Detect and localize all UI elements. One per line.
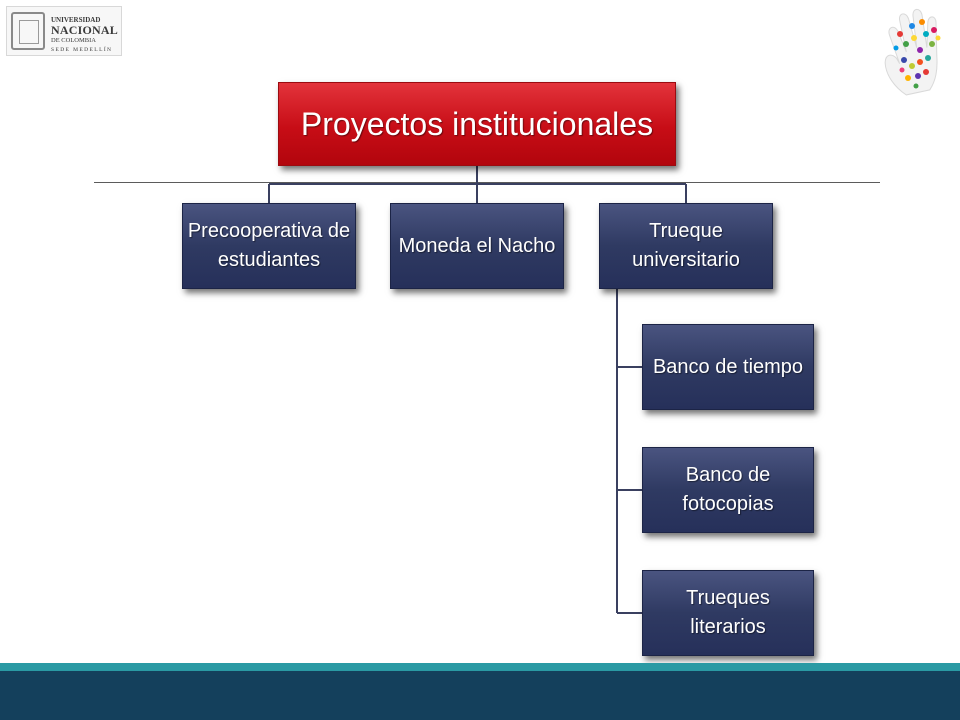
node-precooperativa: Precooperativa de estudiantes	[182, 203, 356, 289]
footer-band-light	[0, 663, 960, 671]
node-label: Trueque universitario	[632, 220, 740, 271]
node-label: Trueques literarios	[686, 587, 770, 638]
node-moneda-el-nacho: Moneda el Nacho	[390, 203, 564, 289]
node-label: Banco de fotocopias	[682, 464, 774, 515]
title-underline	[94, 182, 880, 183]
logo-line-2: NACIONAL	[51, 23, 118, 37]
logo-line-4: SEDE MEDELLÍN	[51, 47, 113, 53]
logo-line-3: DE COLOMBIA	[51, 37, 96, 44]
node-trueque-universitario: Trueque universitario	[599, 203, 773, 289]
node-trueques-literarios: Trueques literarios	[642, 570, 814, 656]
root-node: Proyectos institucionales	[278, 82, 676, 166]
university-logo: UNIVERSIDAD NACIONAL DE COLOMBIA SEDE ME…	[6, 6, 122, 56]
colorful-hand-icon	[884, 8, 941, 96]
crest-icon	[11, 12, 45, 50]
logo-line-1: UNIVERSIDAD	[51, 16, 101, 24]
footer-band-dark	[0, 671, 960, 720]
root-node-label: Proyectos institucionales	[300, 105, 654, 142]
node-label: Moneda el Nacho	[398, 234, 556, 257]
node-banco-de-tiempo: Banco de tiempo	[642, 324, 814, 410]
node-label: Banco de tiempo	[652, 355, 804, 378]
node-label: Precooperativa de estudiantes	[187, 220, 351, 271]
node-banco-de-fotocopias: Banco de fotocopias	[642, 447, 814, 533]
